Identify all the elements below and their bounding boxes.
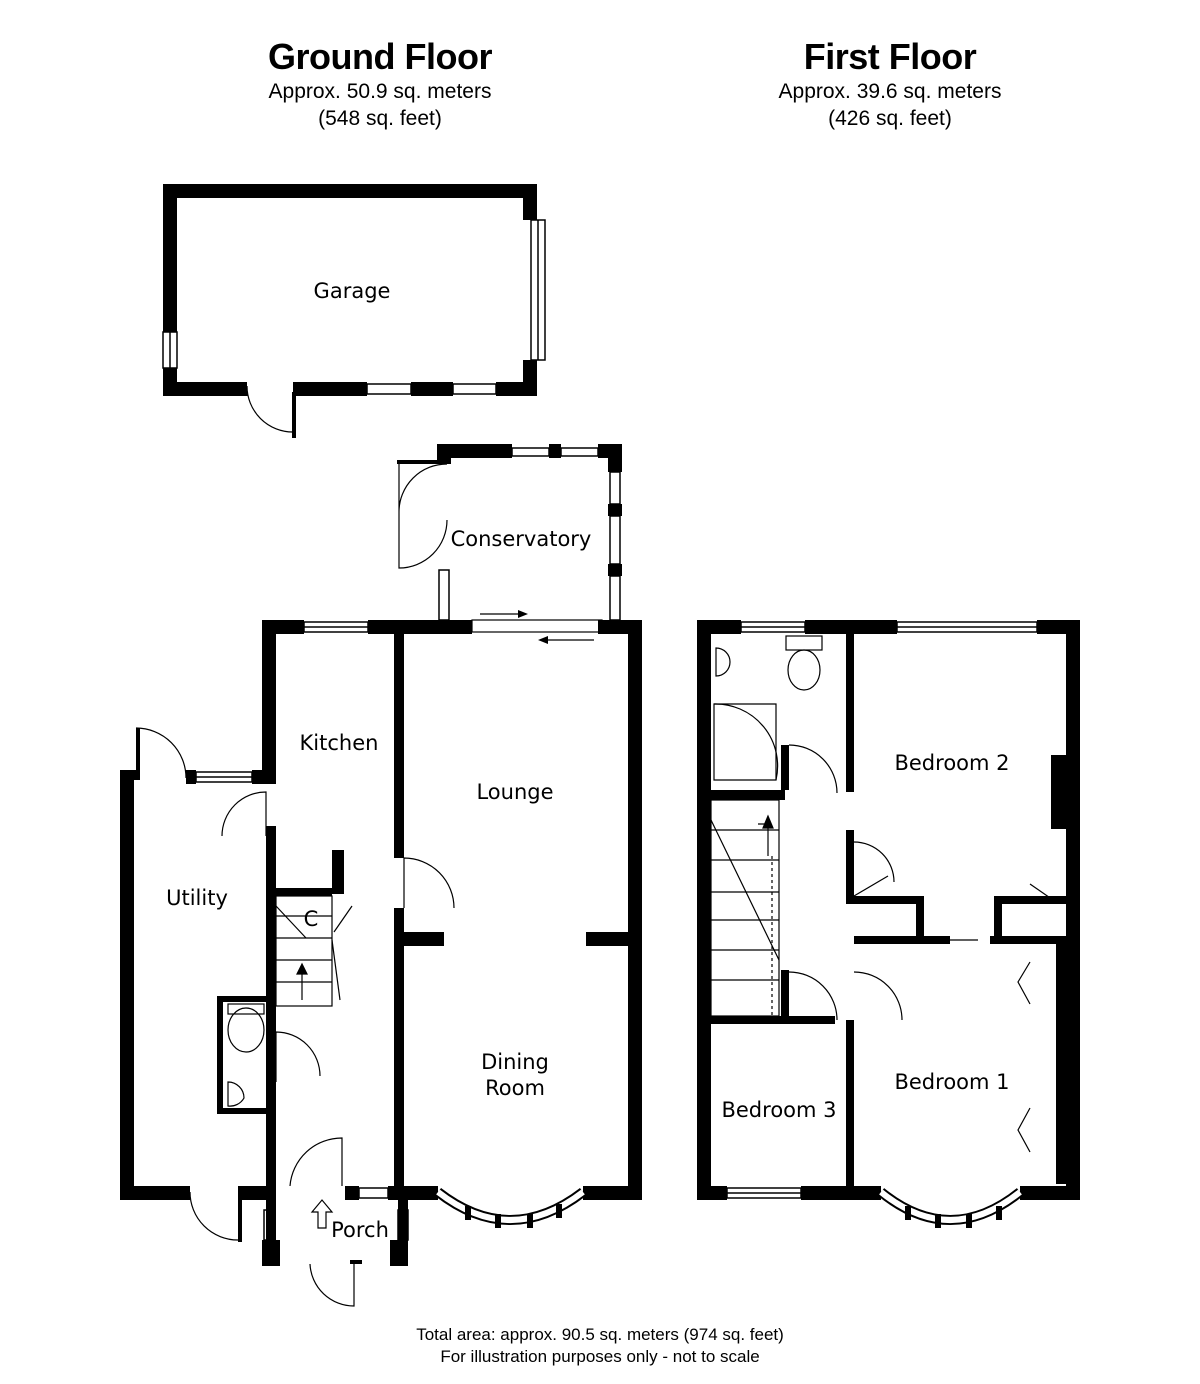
ground-floor-area-metric: Approx. 50.9 sq. meters bbox=[268, 80, 492, 103]
first-stairs bbox=[710, 799, 780, 1017]
room-dining-line2: Room bbox=[485, 1076, 545, 1100]
first-floor-area-metric: Approx. 39.6 sq. meters bbox=[778, 80, 1002, 103]
ground-floor-area-imperial: (548 sq. feet) bbox=[318, 107, 442, 130]
bay-mullions bbox=[465, 1204, 1002, 1228]
first-floor-heading: First Floor Approx. 39.6 sq. meters (426… bbox=[740, 36, 1040, 132]
room-cupboard: C bbox=[304, 907, 319, 931]
sanitary bbox=[227, 635, 823, 1107]
ground-floor-heading: Ground Floor Approx. 50.9 sq. meters (54… bbox=[230, 36, 530, 132]
sliding-door-arrows bbox=[471, 610, 603, 644]
room-utility: Utility bbox=[166, 886, 228, 910]
first-floor-title: First Floor bbox=[803, 36, 977, 77]
room-dining-line1: Dining bbox=[481, 1050, 549, 1074]
room-bedroom-2: Bedroom 2 bbox=[894, 751, 1009, 775]
room-lounge: Lounge bbox=[476, 780, 553, 804]
room-bedroom-3: Bedroom 3 bbox=[721, 1098, 836, 1122]
ground-stairs bbox=[275, 895, 341, 1007]
ground-floor-title: Ground Floor bbox=[268, 36, 492, 77]
walls bbox=[120, 184, 1080, 1266]
room-kitchen: Kitchen bbox=[300, 731, 379, 755]
room-conservatory: Conservatory bbox=[451, 527, 592, 551]
footer: Total area: approx. 90.5 sq. meters (974… bbox=[0, 1324, 1200, 1368]
disclaimer-note: For illustration purposes only - not to … bbox=[440, 1347, 760, 1366]
room-bedroom-1: Bedroom 1 bbox=[894, 1070, 1009, 1094]
total-area-note: Total area: approx. 90.5 sq. meters (974… bbox=[416, 1325, 784, 1344]
room-porch: Porch bbox=[331, 1218, 389, 1242]
room-garage: Garage bbox=[314, 279, 391, 303]
windows bbox=[162, 219, 1038, 1241]
doors bbox=[135, 385, 1057, 1307]
entry-arrow-icon bbox=[310, 1199, 334, 1229]
first-floor-area-imperial: (426 sq. feet) bbox=[828, 107, 952, 130]
